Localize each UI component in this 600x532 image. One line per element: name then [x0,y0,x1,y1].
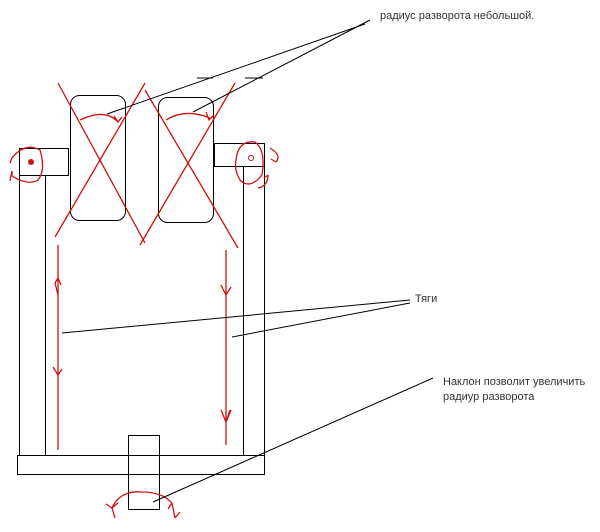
leader-lines [61,19,434,503]
bottom-crossbar [17,455,265,475]
right-pivot-block [214,143,265,167]
left-wheel [70,95,126,221]
rods-label: Тяги [415,293,438,305]
turn-arrows [9,111,279,519]
turn-radius-label: радиус разворота небольшой. [380,10,535,22]
right-pivot-point [248,155,254,161]
tilt-label-line1: Наклон позволит увеличить [443,376,586,388]
left-pivot-point [28,159,34,165]
right-post [243,166,265,456]
rear-pivot-block [128,435,160,510]
rods [52,245,232,450]
crossed-out-marks [54,82,239,249]
left-pivot-block [19,148,69,176]
tilt-label-line2: радиур разворота [443,391,535,403]
wheels [70,95,214,223]
left-post [19,175,46,456]
frame [17,143,265,510]
right-wheel [158,97,214,223]
